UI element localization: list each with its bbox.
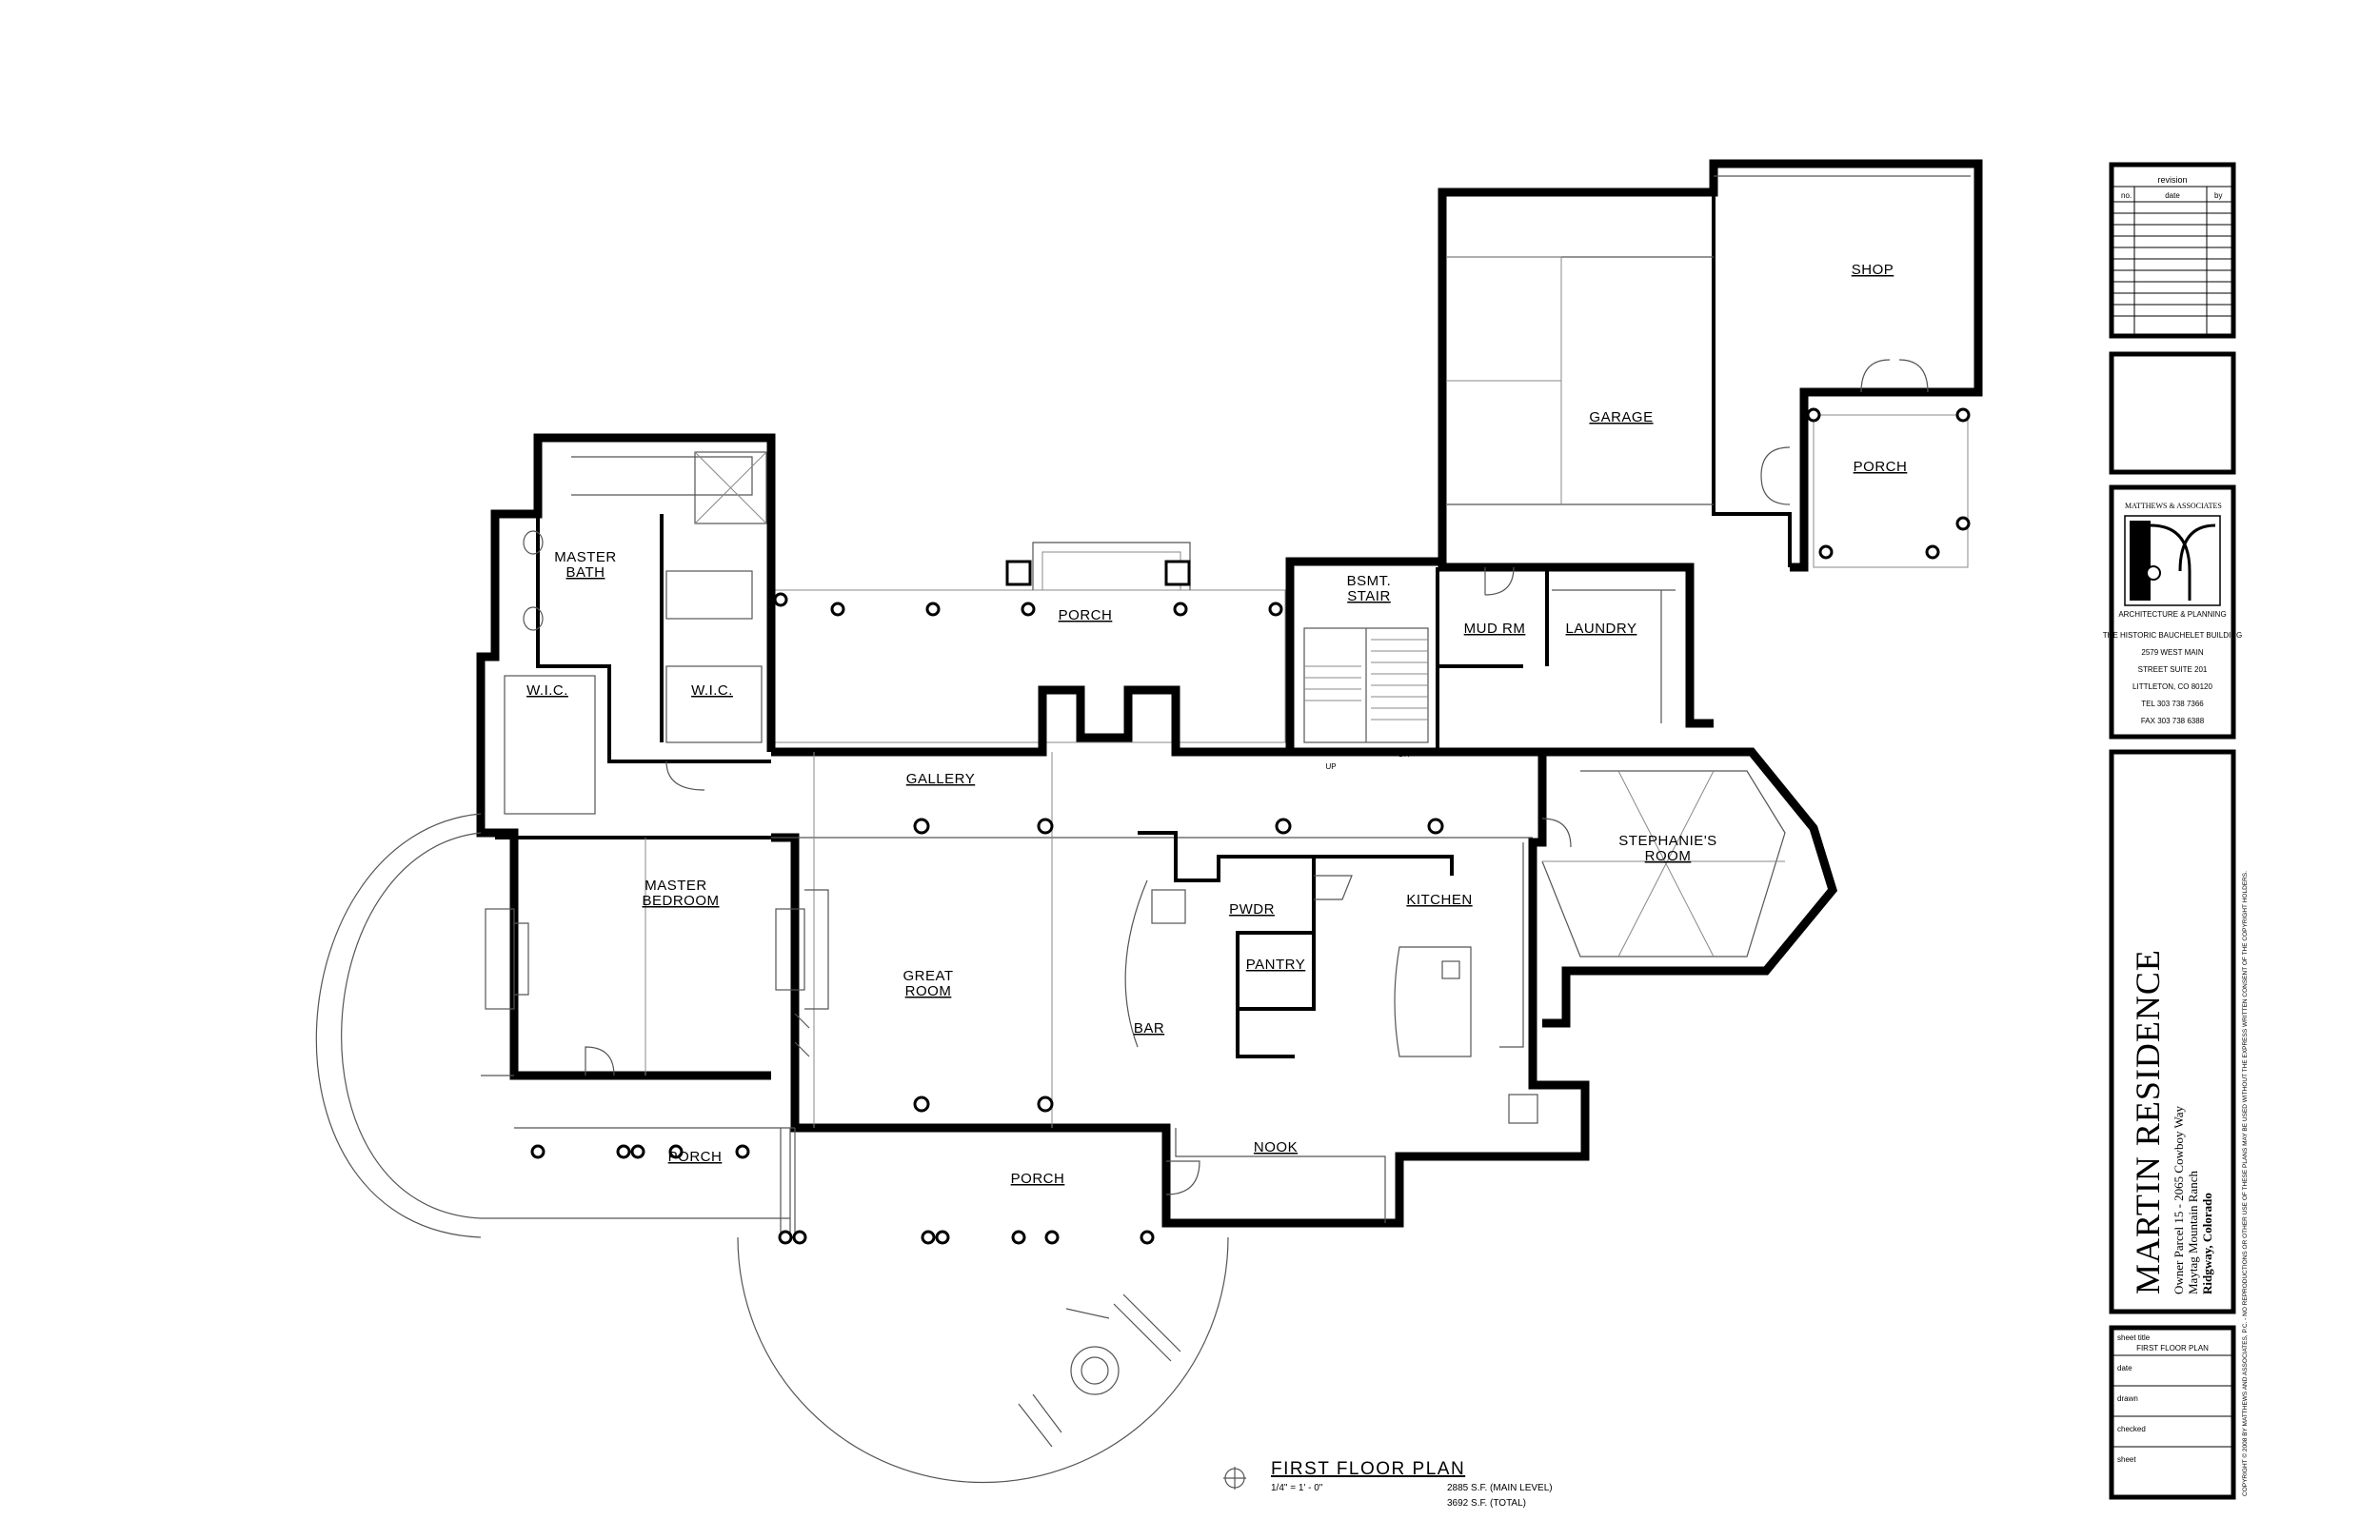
sheet-title-value: FIRST FLOOR PLAN <box>2136 1344 2209 1352</box>
label-master-bedroom-1: MASTER <box>645 878 707 894</box>
sheet-info-box <box>2109 1325 2236 1500</box>
firm-address-2: STREET SUITE 201 <box>2138 665 2208 674</box>
project-line-3: Ridgway, Colorado <box>2200 1193 2214 1294</box>
label-porch-east: PORCH <box>1854 459 1908 475</box>
label-bar: BAR <box>1134 1020 1164 1037</box>
label-porch-west: PORCH <box>668 1149 723 1165</box>
label-bsmt-stair-2: STAIR <box>1347 588 1391 604</box>
master-suite-walls <box>476 433 776 1080</box>
revision-box <box>2109 162 2236 339</box>
firm-tel: TEL 303 738 7366 <box>2141 700 2204 708</box>
firm-fax: FAX 303 738 6388 <box>2141 717 2205 725</box>
title-block: revision no. date by MATTHEWS & ASSOCIAT… <box>2103 162 2249 1500</box>
master-bedroom-door <box>585 1046 615 1076</box>
garage-shop-walls <box>1438 159 1983 572</box>
patio-circle <box>737 1236 1229 1484</box>
checked-label: checked <box>2117 1425 2146 1433</box>
blank-stamp-box <box>2109 351 2236 475</box>
label-mud-rm: MUD RM <box>1464 621 1526 637</box>
master-fireplace <box>485 908 515 1010</box>
firm-city: LITTLETON, CO 80120 <box>2132 682 2212 691</box>
label-wic-right: W.I.C. <box>691 682 733 699</box>
floor-plan: MASTER BATH W.I.C. W.I.C. MASTER BEDROOM… <box>315 159 1983 1509</box>
project-box <box>2109 749 2236 1314</box>
stephanies-room-ceiling <box>1541 770 1786 958</box>
garage-shop-divider <box>1712 192 1792 567</box>
drawn-label: drawn <box>2117 1394 2138 1403</box>
project-line-1: Owner Parcel 15 - 2065 Cowboy Way <box>2172 1105 2186 1294</box>
fire-pit <box>1018 1293 1181 1448</box>
firm-tagline: ARCHITECTURE & PLANNING <box>2118 610 2226 619</box>
wic-left-shelves <box>504 675 596 815</box>
plan-title-block: FIRST FLOOR PLAN 1/4" = 1' - 0" 2885 S.F… <box>1223 1459 1553 1509</box>
label-pwdr: PWDR <box>1229 901 1275 918</box>
label-laundry: LAUNDRY <box>1566 621 1637 637</box>
revision-col-by: by <box>2214 191 2222 200</box>
label-nook: NOOK <box>1254 1139 1298 1155</box>
kitchen-island <box>1394 946 1472 1057</box>
label-stephanies-room-2: ROOM <box>1645 848 1692 864</box>
porch-west-curve-outer <box>315 813 482 1238</box>
porch-east-outline <box>1813 414 1969 568</box>
project-line-2: Maytag Mountain Ranch <box>2186 1171 2200 1294</box>
firm-building: THE HISTORIC BAUCHELET BUILDING <box>2103 631 2242 640</box>
plan-area-total: 3692 S.F. (TOTAL) <box>1447 1498 1526 1509</box>
label-stephanies-room-1: STEPHANIE'S <box>1618 833 1716 849</box>
sheet-label: sheet <box>2117 1455 2136 1464</box>
revision-header: revision <box>2157 175 2187 185</box>
pantry-walls <box>1238 931 1316 1011</box>
plan-title: FIRST FLOOR PLAN <box>1271 1459 1465 1479</box>
date-label: date <box>2117 1364 2132 1372</box>
label-garage: GARAGE <box>1589 409 1653 425</box>
copyright-notice: COPYRIGHT © 2008 BY MATTHEWS AND ASSOCIA… <box>2241 871 2249 1496</box>
firm-box <box>2109 484 2236 740</box>
label-porch-south: PORCH <box>1011 1171 1065 1187</box>
label-shop: SHOP <box>1852 262 1894 278</box>
label-kitchen: KITCHEN <box>1406 892 1472 908</box>
label-stair-up: UP <box>1325 762 1336 771</box>
porch-east-door <box>1760 446 1791 505</box>
label-gallery: GALLERY <box>906 771 975 787</box>
label-bsmt-stair-1: BSMT. <box>1347 573 1392 589</box>
porch-west-curve-inner <box>341 832 482 1219</box>
plan-area-main: 2885 S.F. (MAIN LEVEL) <box>1447 1483 1553 1493</box>
kitchen-counter <box>1499 842 1524 1048</box>
plan-scale: 1/4" = 1' - 0" <box>1271 1483 1323 1493</box>
project-name: MARTIN RESIDENCE <box>2129 949 2167 1294</box>
service-wing-walls <box>1285 557 1714 752</box>
great-room-fireplace <box>775 908 805 991</box>
label-great-room-2: ROOM <box>905 983 952 999</box>
revision-col-date: date <box>2165 191 2180 200</box>
stephanies-room-walls <box>1542 747 1838 1028</box>
bathtub <box>571 456 753 496</box>
shop-door-swing <box>1860 359 1929 393</box>
nook-door <box>1165 1160 1200 1195</box>
firm-logo <box>2124 515 2221 606</box>
sheet-title-label: sheet title <box>2117 1333 2151 1342</box>
wic-right-shelves <box>665 665 763 743</box>
label-wic-left: W.I.C. <box>526 682 568 699</box>
revision-col-no: no. <box>2121 191 2132 200</box>
firm-address-1: 2579 WEST MAIN <box>2141 648 2203 657</box>
basement-stair <box>1303 627 1429 743</box>
label-porch-north: PORCH <box>1059 607 1113 623</box>
label-master-bedroom-2: BEDROOM <box>642 893 719 909</box>
label-master-bath-1: MASTER <box>554 549 617 565</box>
main-living-walls <box>771 685 1590 1228</box>
shower <box>694 451 767 524</box>
label-stair-dn: DN <box>1398 750 1410 759</box>
label-pantry: PANTRY <box>1246 957 1305 973</box>
bar-sink <box>1151 889 1186 924</box>
bar-pwdr-walls <box>1138 831 1316 1058</box>
toilet-room <box>665 570 753 620</box>
firm-name: MATTHEWS & ASSOCIATES <box>2125 502 2222 510</box>
bar-counter <box>1124 879 1148 1048</box>
mud-room-door <box>1484 566 1515 596</box>
label-great-room-1: GREAT <box>902 968 953 984</box>
label-master-bath-2: BATH <box>566 564 605 581</box>
